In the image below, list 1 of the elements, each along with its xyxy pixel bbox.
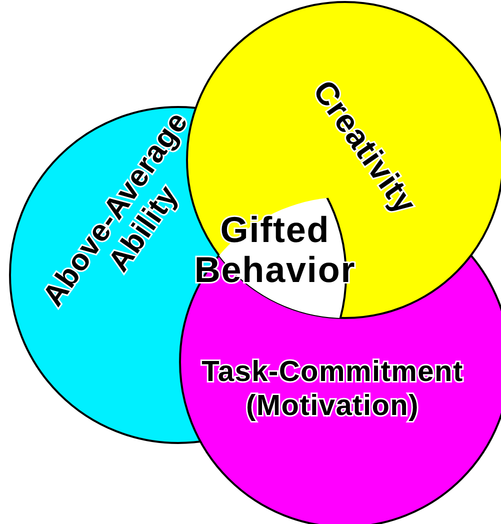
circle-label: Task-Commitment (Motivation) bbox=[200, 355, 464, 423]
